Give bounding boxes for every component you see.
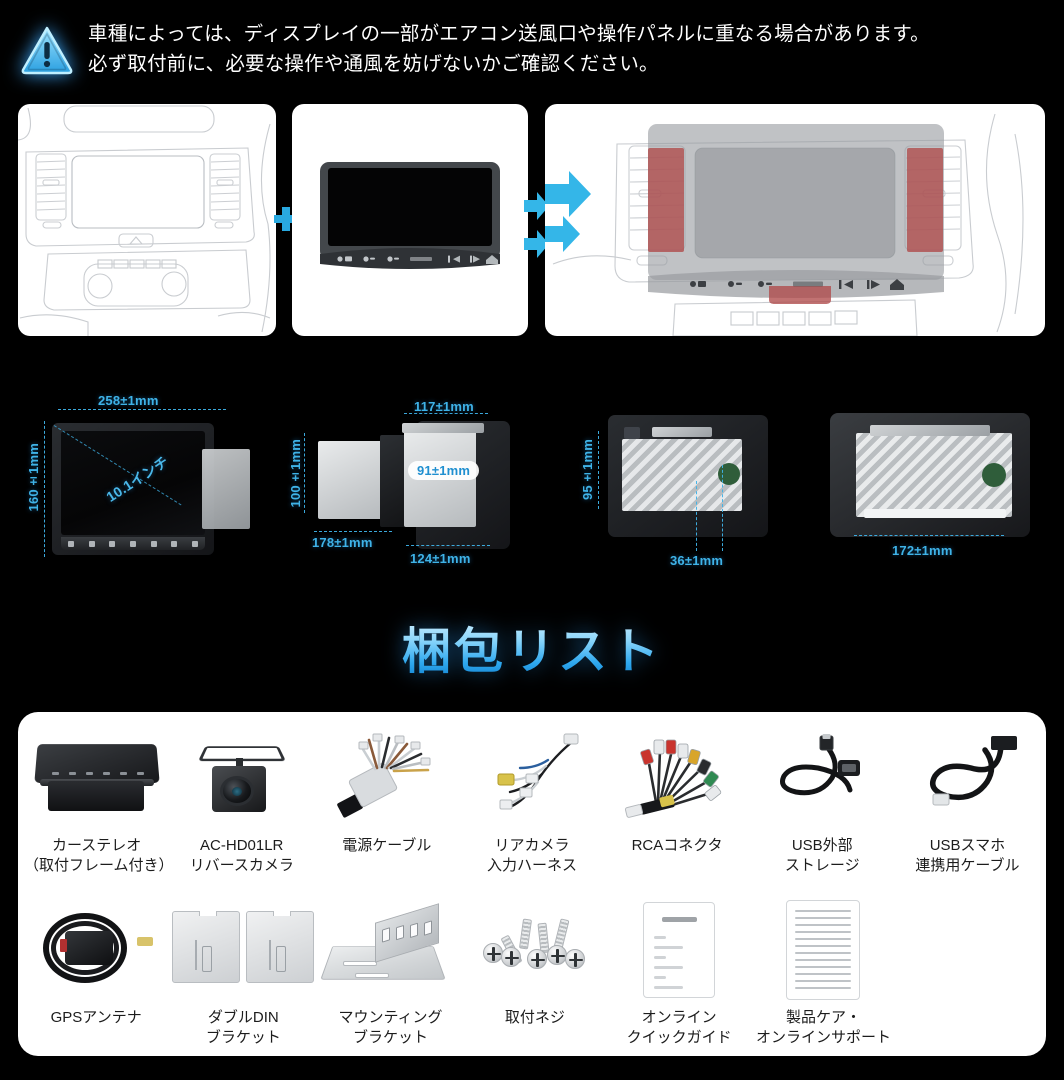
list-item-label: AC-HD01LR リバースカメラ (189, 837, 294, 874)
list-item: GPSアンテナ (24, 898, 168, 1056)
list-item: AC-HD01LR リバースカメラ (169, 726, 314, 898)
power-cable-icon (314, 726, 459, 830)
car-stereo-with-frame-icon (24, 726, 169, 830)
dimension-side-view: 95±1mm 36±1mm (570, 395, 790, 600)
product-care-online-support-icon (751, 898, 895, 1002)
dim-bracket-inner: 91±1mm (408, 461, 480, 480)
dim-bracket-top: 117±1mm (414, 399, 474, 414)
warning-text-block: 車種によっては、ディスプレイの一部がエアコン送風口や操作パネルに重なる場合があり… (88, 20, 930, 79)
rca-connector-icon (605, 726, 750, 830)
warning-triangle-icon (20, 23, 74, 77)
warning-banner: 車種によっては、ディスプレイの一部がエアコン送風口や操作パネルに重なる場合があり… (0, 0, 1064, 100)
list-item: USB外部 ストレージ (750, 726, 895, 898)
illustration-panel-row (0, 104, 1064, 342)
list-item: カーステレオ （取付フレーム付き） (24, 726, 174, 898)
dim-side-depth: 36±1mm (670, 553, 724, 568)
warning-line-1: 車種によっては、ディスプレイの一部がエアコン送風口や操作パネルに重なる場合があり… (88, 23, 930, 46)
dim-rear-width: 172±1mm (892, 543, 953, 558)
list-item-label: USBスマホ 連携用ケーブル (915, 837, 1020, 874)
dim-bracket-bottom-right: 124±1mm (410, 551, 471, 566)
packing-list-row-1: カーステレオ （取付フレーム付き） AC-HD01LR リバースカメラ (24, 726, 1040, 898)
online-quick-guide-icon (607, 898, 751, 1002)
packing-list-card: カーステレオ （取付フレーム付き） AC-HD01LR リバースカメラ (18, 712, 1046, 1056)
list-item-label: RCAコネクタ (631, 837, 723, 854)
list-item: RCAコネクタ (605, 726, 750, 898)
dimension-front-view: 258±1mm 160±1mm 10.1インチ (26, 393, 280, 600)
list-item: 電源ケーブル (314, 726, 459, 898)
list-item-label: マウンティング ブラケット (338, 1009, 443, 1046)
dim-side-height: 95±1mm (580, 439, 595, 501)
rear-camera-input-harness-icon (459, 726, 604, 830)
list-item: 製品ケア・ オンラインサポート (751, 898, 895, 1056)
packing-list-row-2: GPSアンテナ ダブルDIN ブラケット (24, 898, 1040, 1056)
list-item-label: GPSアンテナ (50, 1009, 142, 1026)
panel-car-dashboard-outline (18, 104, 276, 336)
warning-line-2: 必ず取付前に、必要な操作や通風を妨げないかご確認ください。 (88, 53, 659, 75)
mounting-bracket-icon (318, 898, 462, 1002)
panel-car-stereo-unit (292, 104, 528, 336)
plus-icon (274, 207, 298, 231)
list-item-label: 製品ケア・ オンラインサポート (755, 1009, 891, 1046)
empty-slot (896, 898, 1040, 1002)
double-din-bracket-icon (168, 898, 318, 1002)
page-title: 梱包リスト (0, 612, 1064, 683)
mounting-screws-icon (463, 898, 607, 1002)
gps-antenna-icon (24, 898, 168, 1002)
list-item-label: 電源ケーブル (342, 837, 432, 854)
list-item-empty (896, 898, 1040, 1056)
list-item-label: ダブルDIN ブラケット (205, 1009, 281, 1046)
dim-front-height: 160±1mm (26, 443, 41, 512)
dim-bracket-left: 100±1mm (288, 439, 303, 508)
list-item: USBスマホ 連携用ケーブル (895, 726, 1040, 898)
usb-external-storage-cable-icon (750, 726, 895, 830)
list-item: リアカメラ 入力ハーネス (459, 726, 604, 898)
list-item: マウンティング ブラケット (318, 898, 462, 1056)
dimension-diagram-row: 258±1mm 160±1mm 10.1インチ 117±1mm 100±1mm … (0, 393, 1064, 605)
dimension-bracket-view: 117±1mm 100±1mm 91±1mm 178±1mm 124±1mm (288, 395, 548, 600)
dimension-rear-view: 172±1mm (820, 395, 1050, 600)
list-item-label: リアカメラ 入力ハーネス (486, 837, 577, 874)
reverse-camera-icon (169, 726, 314, 830)
dim-bracket-bottom-left: 178±1mm (312, 535, 373, 550)
usb-smartphone-link-cable-icon (895, 726, 1040, 830)
stereo-side-render (608, 415, 788, 545)
list-item: 取付ネジ (463, 898, 607, 1056)
list-item-label: カーステレオ （取付フレーム付き） (24, 837, 174, 874)
dim-front-width: 258±1mm (98, 393, 159, 408)
panel-installed-overlap-diagram (545, 104, 1045, 336)
list-item: ダブルDIN ブラケット (168, 898, 318, 1056)
list-item-label: オンライン クイックガイド (626, 1009, 732, 1046)
list-item-label: 取付ネジ (504, 1009, 565, 1026)
list-item-label: USB外部 ストレージ (784, 837, 860, 874)
stereo-rear-render (830, 413, 1040, 543)
install-arrows-icon (524, 186, 550, 266)
stereo-front-render (52, 423, 250, 563)
list-item: オンライン クイックガイド (607, 898, 751, 1056)
